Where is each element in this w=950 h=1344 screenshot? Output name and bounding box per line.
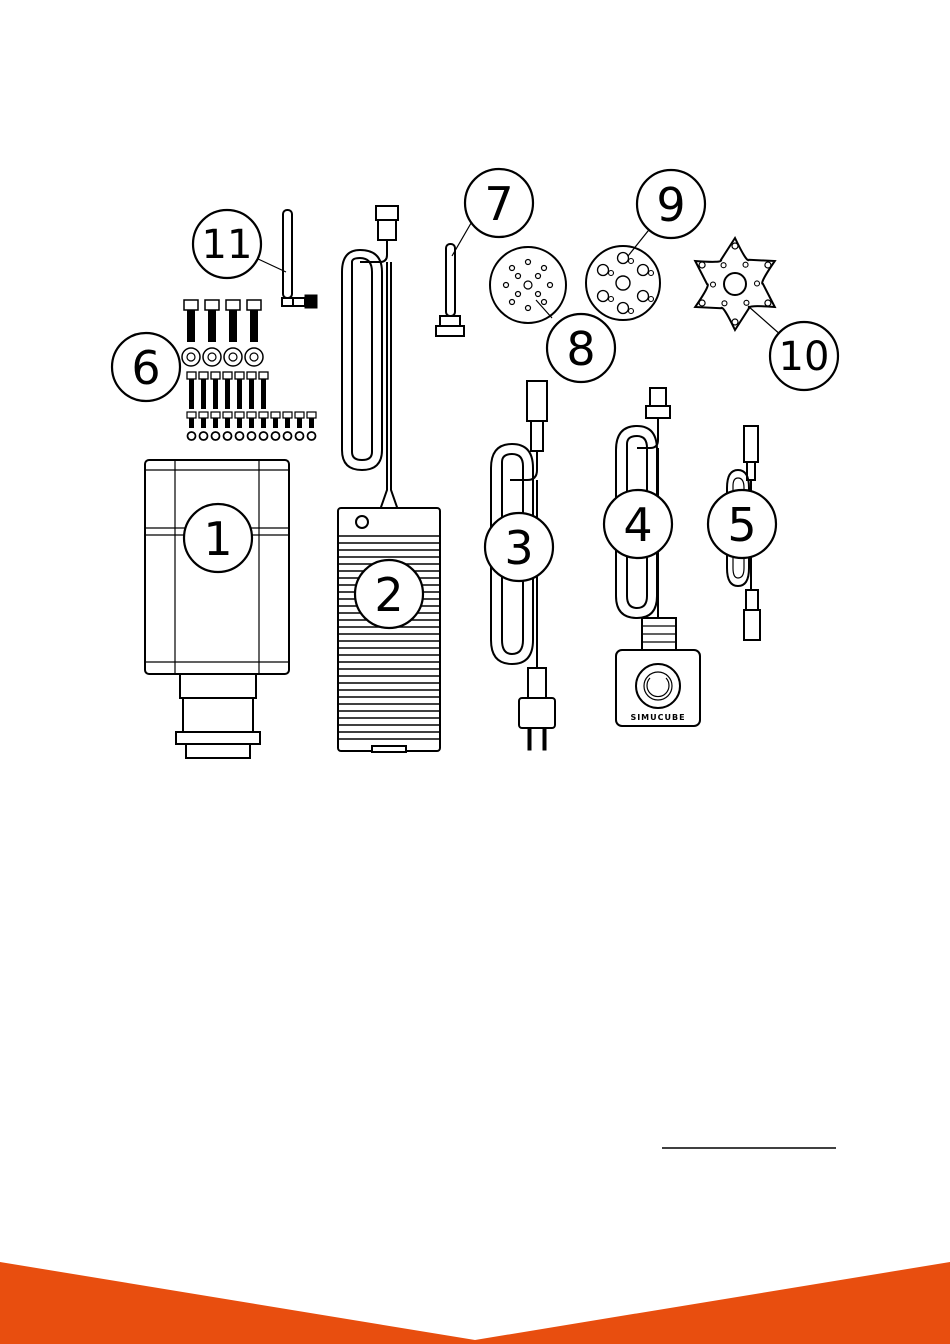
callout-3: 3 (485, 513, 553, 581)
callout-number: 2 (374, 568, 403, 622)
callout-4: 4 (604, 490, 672, 558)
callout-2: 2 (355, 560, 423, 628)
callout-number: 1 (203, 512, 232, 566)
callout-number: 5 (727, 498, 756, 552)
adapter-plate (586, 246, 660, 320)
callout-11: 11 (193, 210, 261, 278)
callout-group: 1 2 3 4 5 6 7 8 9 10 11 (112, 169, 838, 628)
callout-6: 6 (112, 333, 180, 401)
callout-1: 1 (184, 504, 252, 572)
power-supply (338, 206, 440, 752)
pin-part (436, 244, 464, 336)
callout-7: 7 (465, 169, 533, 237)
callout-number: 8 (566, 322, 595, 376)
callout-9: 9 (637, 170, 705, 238)
callout-5: 5 (708, 490, 776, 558)
callout-8: 8 (547, 314, 615, 382)
antenna (282, 210, 317, 308)
callout-number: 3 (504, 521, 533, 575)
round-plate (490, 247, 566, 323)
callout-number: 6 (131, 341, 160, 395)
footer-band (0, 1262, 950, 1344)
star-flange (695, 238, 775, 330)
screw-kit (182, 300, 316, 440)
callout-number: 10 (779, 334, 830, 380)
callout-10: 10 (770, 322, 838, 390)
callout-number: 7 (484, 177, 513, 231)
callout-number: 9 (656, 178, 685, 232)
callout-number: 4 (623, 498, 652, 552)
callout-number: 11 (202, 222, 253, 268)
estop-brand-label: SIMUCUBE (630, 713, 685, 722)
